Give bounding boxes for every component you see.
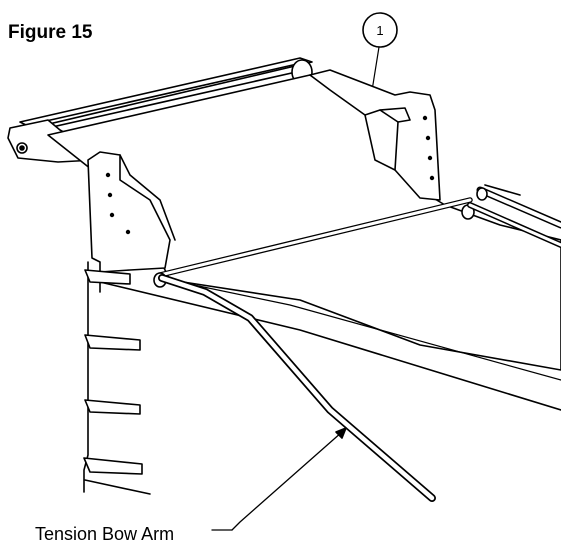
left-side-frame: [87, 151, 176, 273]
left-step-brackets: [83, 261, 151, 495]
callout-1-number: 1: [376, 23, 383, 38]
tension-bow-arm-label: Tension Bow Arm: [35, 524, 175, 544]
right-side-arms: [467, 184, 561, 248]
figure-title: Figure 15: [8, 22, 93, 43]
tension-bow-arm: [158, 274, 436, 502]
right-side-frame: [309, 69, 441, 201]
tension-bow-arm-leader: [211, 427, 347, 531]
